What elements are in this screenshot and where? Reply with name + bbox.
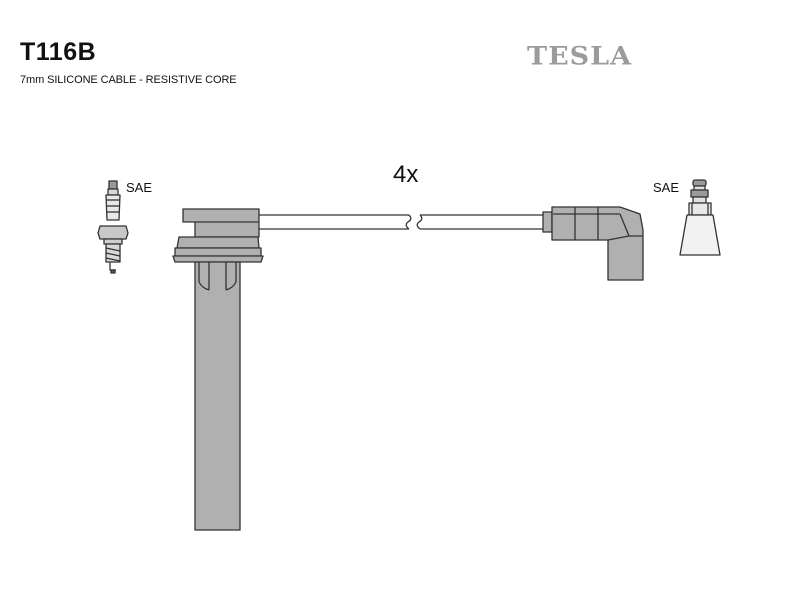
brand-logo: TESLA (527, 41, 633, 72)
left-terminal-label: SAE (126, 180, 153, 195)
part-code: T116B (20, 38, 97, 66)
right-terminal-label: SAE (653, 180, 680, 195)
sae-terminal-icon (679, 179, 721, 256)
distributor-boot (542, 206, 644, 281)
spark-plug-boot (172, 208, 264, 531)
cable-description: 7mm SILICONE CABLE - RESISTIVE CORE (20, 74, 237, 86)
quantity-label: 4x (393, 161, 419, 188)
spark-plug-icon (97, 180, 129, 274)
ignition-cable (259, 214, 543, 230)
